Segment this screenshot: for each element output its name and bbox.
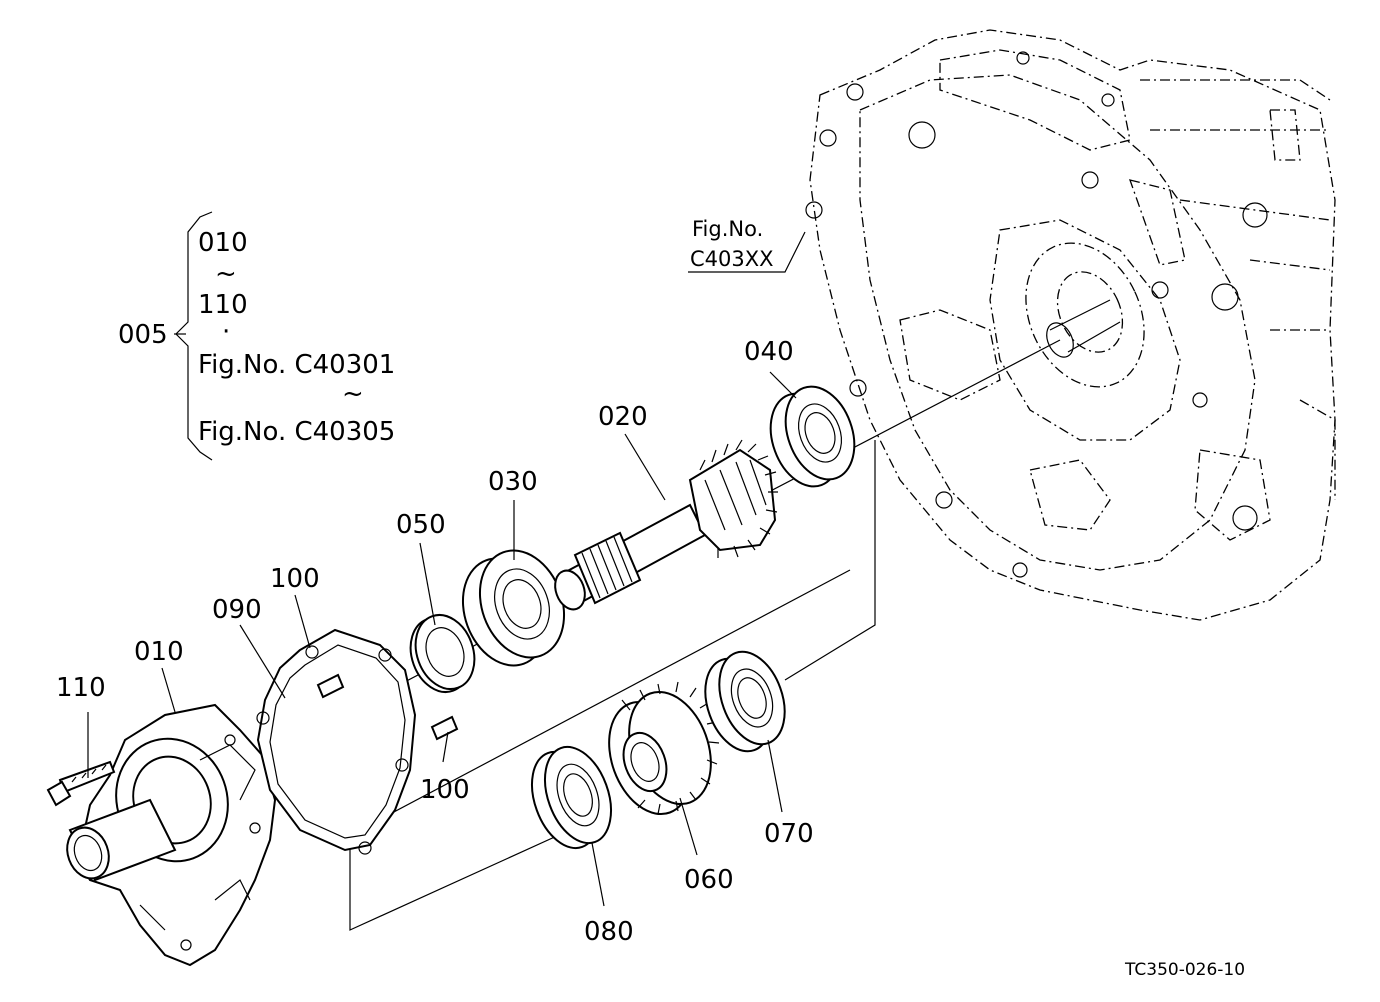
callout-020: 020: [598, 402, 648, 432]
callout-100-upper: 100: [270, 564, 320, 594]
leader-lines: [87, 231, 806, 907]
callout-010: 010: [134, 637, 184, 667]
group-fig-end: Fig.No. C40305: [198, 417, 395, 447]
transmission-housing: [805, 29, 1336, 621]
callout-100-lower: 100: [420, 775, 470, 805]
callout-030: 030: [488, 467, 538, 497]
helical-gear-060: [608, 681, 720, 816]
dowel-pin-100-lower: [430, 715, 459, 741]
ball-bearing-080: [531, 745, 612, 850]
ball-bearing-070: [704, 650, 786, 753]
callout-090: 090: [212, 595, 262, 625]
group-fig-tilde: ~: [342, 379, 364, 409]
bolt-110: [46, 760, 116, 807]
callout-110: 110: [56, 673, 106, 703]
callout-060: 060: [684, 865, 734, 895]
group-code-label: 005: [118, 320, 168, 350]
gasket-090: [256, 628, 417, 855]
callout-040: 040: [744, 337, 794, 367]
dowel-pin-100-upper: [316, 673, 345, 699]
input-shaft-020: [554, 439, 778, 611]
group-dot: ·: [222, 317, 230, 347]
group-range-tilde: ~: [215, 259, 237, 289]
group-bracket: [174, 211, 213, 461]
drawing-code: TC350-026-10: [1124, 960, 1245, 980]
group-range-start: 010: [198, 228, 248, 258]
ball-bearing-040: [769, 385, 856, 488]
cover-housing-010: [66, 703, 277, 967]
callout-070: 070: [764, 819, 814, 849]
group-fig-start: Fig.No. C40301: [198, 350, 395, 380]
group-range-end: 110: [198, 290, 248, 320]
ball-bearing-030: [461, 549, 566, 667]
callout-080: 080: [584, 917, 634, 947]
housing-ref-line2: C403XX: [690, 247, 774, 271]
housing-ref-line1: Fig.No.: [692, 217, 763, 241]
oil-seal-050: [409, 614, 476, 693]
callout-050: 050: [396, 510, 446, 540]
